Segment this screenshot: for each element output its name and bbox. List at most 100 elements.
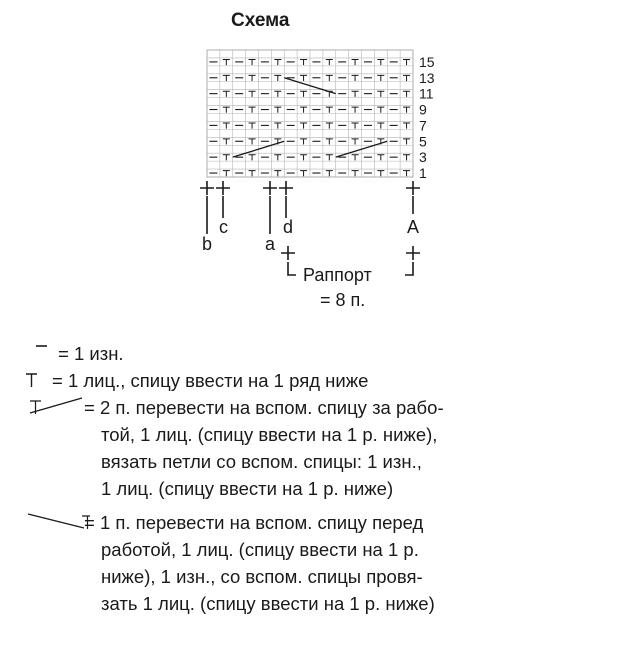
row-label: 13 xyxy=(419,70,435,86)
legend-cable-right-line-4: 1 лиц. (спицу ввести на 1 р. ниже) xyxy=(101,478,394,499)
knit-below-stitch xyxy=(403,122,411,129)
knit-below-stitch xyxy=(351,106,359,113)
knit-below-stitch xyxy=(325,122,333,129)
row-label: 1 xyxy=(419,165,427,181)
row-label: 7 xyxy=(419,117,427,133)
legend-cable-right-line-1: = 2 п. перевести на вспом. спицу за рабо… xyxy=(84,397,444,418)
cable-cross-left xyxy=(284,77,336,95)
knit-below-stitch xyxy=(300,154,308,161)
knit-below-stitch xyxy=(377,90,385,97)
knit-below-stitch xyxy=(351,74,359,81)
repeat-bracket-left xyxy=(287,262,296,276)
knit-below-stitch xyxy=(274,90,282,97)
knit-below-stitch xyxy=(351,58,359,66)
knit-below-stitch xyxy=(248,58,256,66)
knit-below-stitch xyxy=(351,138,359,145)
legend-purl-text: = 1 изн. xyxy=(58,343,124,364)
knit-below-stitch xyxy=(325,138,333,145)
repeat-bracket-right xyxy=(405,262,414,276)
knit-below-stitch xyxy=(351,170,359,177)
knit-below-stitch xyxy=(300,122,308,129)
marker-tick-b xyxy=(200,181,214,195)
knit-below-stitch xyxy=(351,122,359,129)
diagram-title: Схема xyxy=(231,10,290,31)
row-label: 5 xyxy=(419,133,427,149)
knit-below-stitch xyxy=(248,106,256,113)
knit-below-stitch xyxy=(403,90,411,97)
knit-below-stitch xyxy=(377,154,385,161)
repeat-count: = 8 п. xyxy=(320,290,365,310)
knit-below-stitch xyxy=(248,170,256,177)
legend-cable-left-line-3: ниже), 1 изн., со вспом. спицы провя- xyxy=(101,566,423,587)
marker-A: A xyxy=(407,217,419,237)
marker-a: a xyxy=(265,234,276,254)
cable-right-icon xyxy=(29,397,83,414)
knit-below-icon xyxy=(26,373,37,387)
row-label: 11 xyxy=(419,86,434,102)
cable-cross-right xyxy=(232,140,285,158)
repeat-start-tick xyxy=(281,246,295,260)
knit-below-stitch xyxy=(403,58,411,66)
knit-below-stitch xyxy=(351,154,359,161)
knit-below-stitch xyxy=(248,90,256,97)
marker-c: c xyxy=(219,217,228,237)
knit-below-stitch xyxy=(222,138,230,145)
purl-icon xyxy=(36,345,47,347)
knit-below-stitch xyxy=(248,154,256,161)
marker-b: b xyxy=(202,234,212,254)
knit-below-stitch xyxy=(274,106,282,113)
legend-cable-left-line-2: работой, 1 лиц. (спицу ввести на 1 р. xyxy=(101,539,419,560)
legend-cable-left-line-1: = 1 п. перевести на вспом. спицу перед xyxy=(84,512,424,533)
knit-below-stitch xyxy=(248,122,256,129)
legend-knit-below-text: = 1 лиц., спицу ввести на 1 ряд ниже xyxy=(52,370,369,391)
knit-below-stitch xyxy=(300,74,308,81)
knit-below-stitch xyxy=(325,170,333,177)
knit-below-stitch xyxy=(222,122,230,129)
knit-below-stitch xyxy=(222,90,230,97)
knit-below-stitch xyxy=(325,74,333,81)
column-markers xyxy=(200,181,420,276)
knit-below-stitch xyxy=(222,74,230,81)
cable-left-icon xyxy=(27,513,90,529)
knit-below-stitch xyxy=(403,74,411,81)
knit-below-stitch xyxy=(222,106,230,113)
knit-below-stitch xyxy=(377,122,385,129)
row-label: 3 xyxy=(419,149,427,165)
repeat-label: Раппорт xyxy=(303,265,372,285)
knit-below-stitch xyxy=(403,170,411,177)
knit-below-stitch xyxy=(403,154,411,161)
knit-below-stitch xyxy=(300,90,308,97)
legend-cable-right-line-2: той, 1 лиц. (спицу ввести на 1 р. ниже), xyxy=(101,424,438,445)
legend-cable-right-line-3: вязать петли со вспом. спицы: 1 изн., xyxy=(101,451,422,472)
knit-below-stitch xyxy=(300,170,308,177)
marker-tick-d xyxy=(279,181,293,195)
knit-below-stitch xyxy=(403,106,411,113)
knit-below-stitch xyxy=(377,74,385,81)
knit-below-stitch xyxy=(222,170,230,177)
knit-below-stitch xyxy=(274,58,282,66)
knit-below-stitch xyxy=(274,122,282,129)
marker-tick-A xyxy=(406,181,420,195)
knit-below-stitch xyxy=(274,154,282,161)
knit-below-stitch xyxy=(325,154,333,161)
chart-cells xyxy=(209,58,411,177)
knit-below-stitch xyxy=(300,106,308,113)
knit-below-stitch xyxy=(274,170,282,177)
knit-below-stitch xyxy=(248,138,256,145)
knit-below-stitch xyxy=(300,58,308,66)
row-label: 9 xyxy=(419,102,427,118)
legend-cable-left-line-4: зать 1 лиц. (спицу ввести на 1 р. ниже) xyxy=(101,593,435,614)
knit-below-stitch xyxy=(377,58,385,66)
knit-below-stitch xyxy=(300,138,308,145)
knit-below-stitch xyxy=(403,138,411,145)
cable-cross-right xyxy=(335,140,388,158)
marker-tick-c xyxy=(216,181,230,195)
row-label: 15 xyxy=(419,54,435,70)
knit-below-stitch xyxy=(274,74,282,81)
repeat-end-tick xyxy=(406,246,420,260)
knit-below-stitch xyxy=(325,58,333,66)
knit-below-stitch xyxy=(248,74,256,81)
knit-below-stitch xyxy=(222,58,230,66)
marker-d: d xyxy=(283,217,293,237)
